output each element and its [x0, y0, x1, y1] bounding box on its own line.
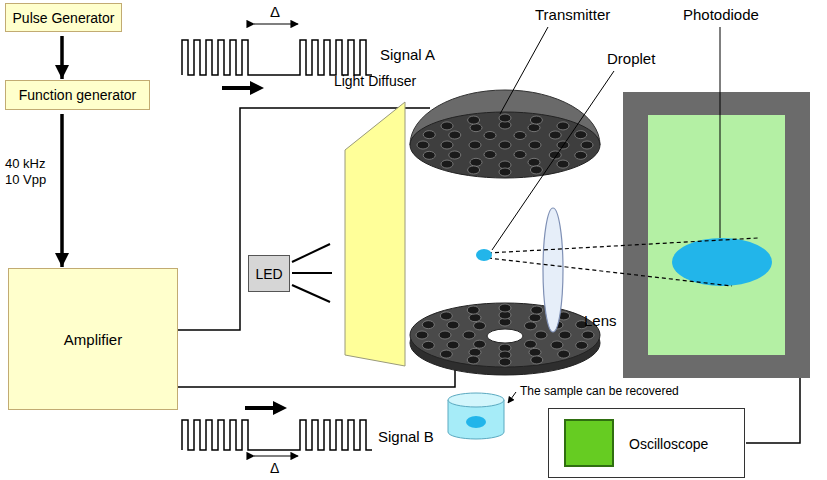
square-wave	[182, 40, 372, 75]
light-path	[488, 238, 758, 286]
leader-line	[492, 27, 720, 403]
photodiode	[623, 92, 810, 378]
droplet	[476, 249, 492, 261]
node-text: Amplifier	[64, 331, 122, 348]
wire	[746, 378, 800, 443]
transmitter-bottom	[410, 303, 600, 375]
sample-container	[448, 393, 504, 439]
lens	[543, 208, 563, 332]
generator-box: Function generator	[5, 80, 150, 110]
node-text: Light Diffuser	[334, 73, 416, 89]
light-diffuser: Light Diffuser	[343, 100, 407, 368]
diffuser-shape	[343, 100, 407, 368]
oscilloscope-box: Oscilloscope	[548, 408, 745, 478]
square-wave	[182, 420, 372, 450]
note-label: The sample can be recovered	[520, 384, 679, 398]
part-label: Photodiode	[683, 6, 759, 23]
part-label: Transmitter	[535, 6, 610, 23]
wire	[178, 370, 455, 387]
signal-name: Signal B	[378, 428, 434, 445]
delta-label: Δ	[270, 460, 279, 476]
amplifier-box: Amplifier	[8, 268, 178, 410]
delta-label: Δ	[270, 3, 280, 20]
node-text: LED	[255, 266, 282, 282]
signal-spec: 40 kHz 10 Vpp	[5, 156, 57, 189]
node-text: Function generator	[19, 87, 137, 103]
signal-arrow	[60, 36, 64, 79]
oscilloscope-screen	[565, 420, 613, 466]
node-text: Oscilloscope	[629, 436, 708, 452]
signal-arrow	[60, 114, 64, 267]
part-label: Lens	[584, 312, 617, 329]
generator-box: Pulse Generator	[5, 3, 122, 32]
light-ray	[292, 244, 332, 302]
part-label: Droplet	[607, 50, 655, 67]
led-box: LED	[248, 255, 290, 292]
node-text: Pulse Generator	[13, 10, 115, 26]
signal-name: Signal A	[380, 46, 435, 63]
direction-arrow	[222, 81, 287, 415]
